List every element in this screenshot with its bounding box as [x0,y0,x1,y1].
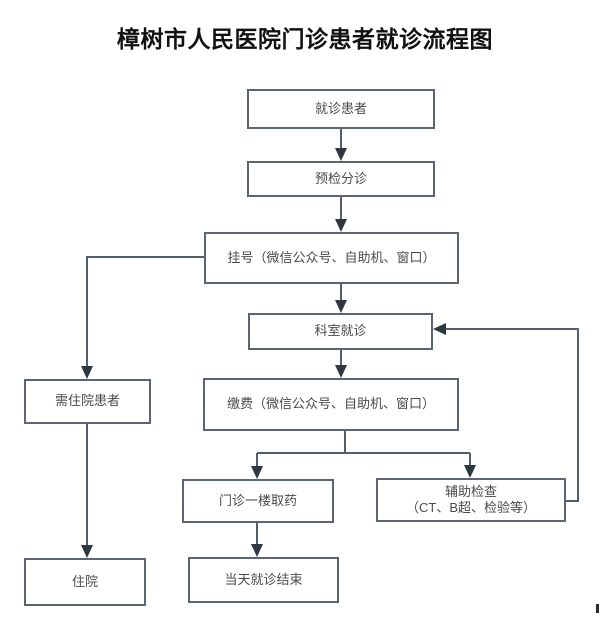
arrowhead-admission [81,545,93,558]
arrowhead-register [335,219,347,232]
node-visit-finished[interactable]: 当天就诊结束 [188,557,339,603]
node-patient[interactable]: 就诊患者 [247,89,435,129]
scan-artifact-mark [596,604,599,613]
node-pharmacy[interactable]: 门诊一楼取药 [182,479,334,523]
node-department-visit[interactable]: 科室就诊 [248,313,433,350]
node-registration[interactable]: 挂号（微信公众号、自助机、窗口） [204,232,459,284]
edge-payment-split-bus [257,431,470,454]
arrowhead-department-loop [433,323,446,335]
arrowhead-triage [335,148,347,161]
node-auxiliary-exam[interactable]: 辅助检查 （CT、B超、检验等） [376,478,566,522]
arrowhead-finished [251,544,263,557]
arrowhead-pharmacy [251,466,263,479]
arrowhead-department [335,300,347,313]
arrowhead-inpatient [81,366,93,379]
node-needs-inpatient[interactable]: 需住院患者 [24,379,151,424]
node-payment[interactable]: 缴费（微信公众号、自助机、窗口） [203,378,459,431]
page-title: 樟树市人民医院门诊患者就诊流程图 [117,26,493,52]
arrowhead-payment [335,365,347,378]
node-admission[interactable]: 住院 [24,558,146,606]
edge-auxiliary-to-department-loop [440,328,579,502]
node-triage[interactable]: 预检分诊 [247,161,435,197]
arrowhead-auxiliary [464,465,476,478]
edge-register-to-inpatient [86,256,204,372]
